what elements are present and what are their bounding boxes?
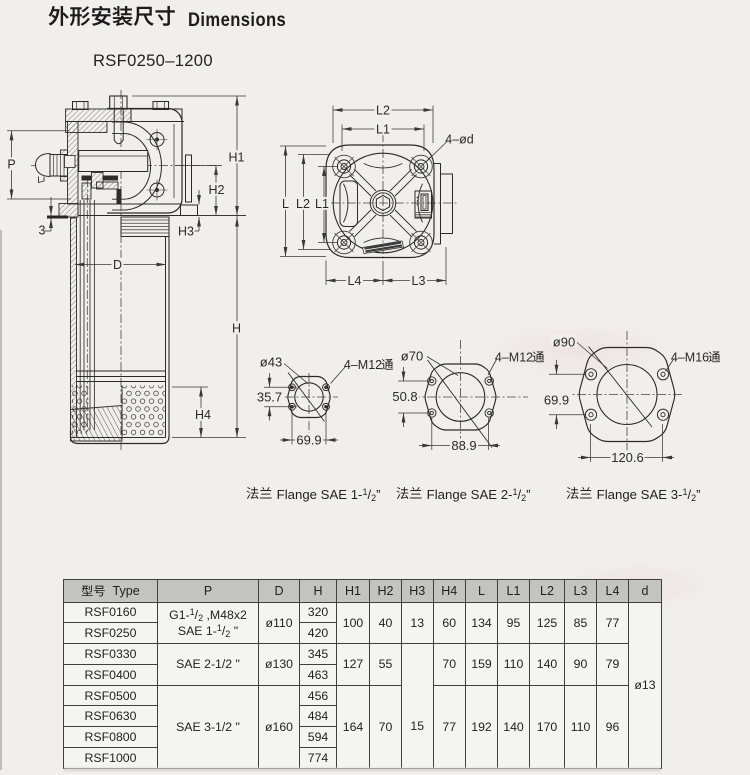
svg-text:P: P <box>7 158 15 172</box>
svg-text:35.7: 35.7 <box>257 390 282 405</box>
svg-text:L4: L4 <box>348 274 362 288</box>
svg-text:L1: L1 <box>376 123 390 137</box>
svg-text:ø90: ø90 <box>553 335 575 350</box>
svg-text:ø70: ø70 <box>401 349 423 364</box>
svg-text:H4: H4 <box>195 408 211 422</box>
svg-text:4–ød: 4–ød <box>445 133 474 147</box>
svg-text:88.9: 88.9 <box>451 438 476 453</box>
svg-text:H3: H3 <box>178 225 194 239</box>
svg-text:4–M12: 4–M12 <box>344 358 382 372</box>
svg-text:H2: H2 <box>209 183 225 197</box>
svg-text:H1: H1 <box>229 151 245 165</box>
svg-text:120.6: 120.6 <box>611 450 644 465</box>
svg-text:L1: L1 <box>315 197 329 211</box>
svg-text:3: 3 <box>39 224 46 238</box>
svg-text:L3: L3 <box>412 274 426 288</box>
svg-text:50.8: 50.8 <box>392 389 417 404</box>
svg-text:D: D <box>113 258 122 272</box>
svg-text:69.9: 69.9 <box>544 393 569 408</box>
svg-text:ø43: ø43 <box>260 355 282 370</box>
svg-text:L: L <box>282 197 289 211</box>
svg-text:69.9: 69.9 <box>296 433 321 448</box>
svg-text:4–M16: 4–M16 <box>671 351 709 365</box>
svg-text:H: H <box>232 322 241 336</box>
svg-text:L2: L2 <box>296 197 310 211</box>
svg-text:4–M12: 4–M12 <box>495 351 533 365</box>
svg-text:L2: L2 <box>376 104 390 118</box>
